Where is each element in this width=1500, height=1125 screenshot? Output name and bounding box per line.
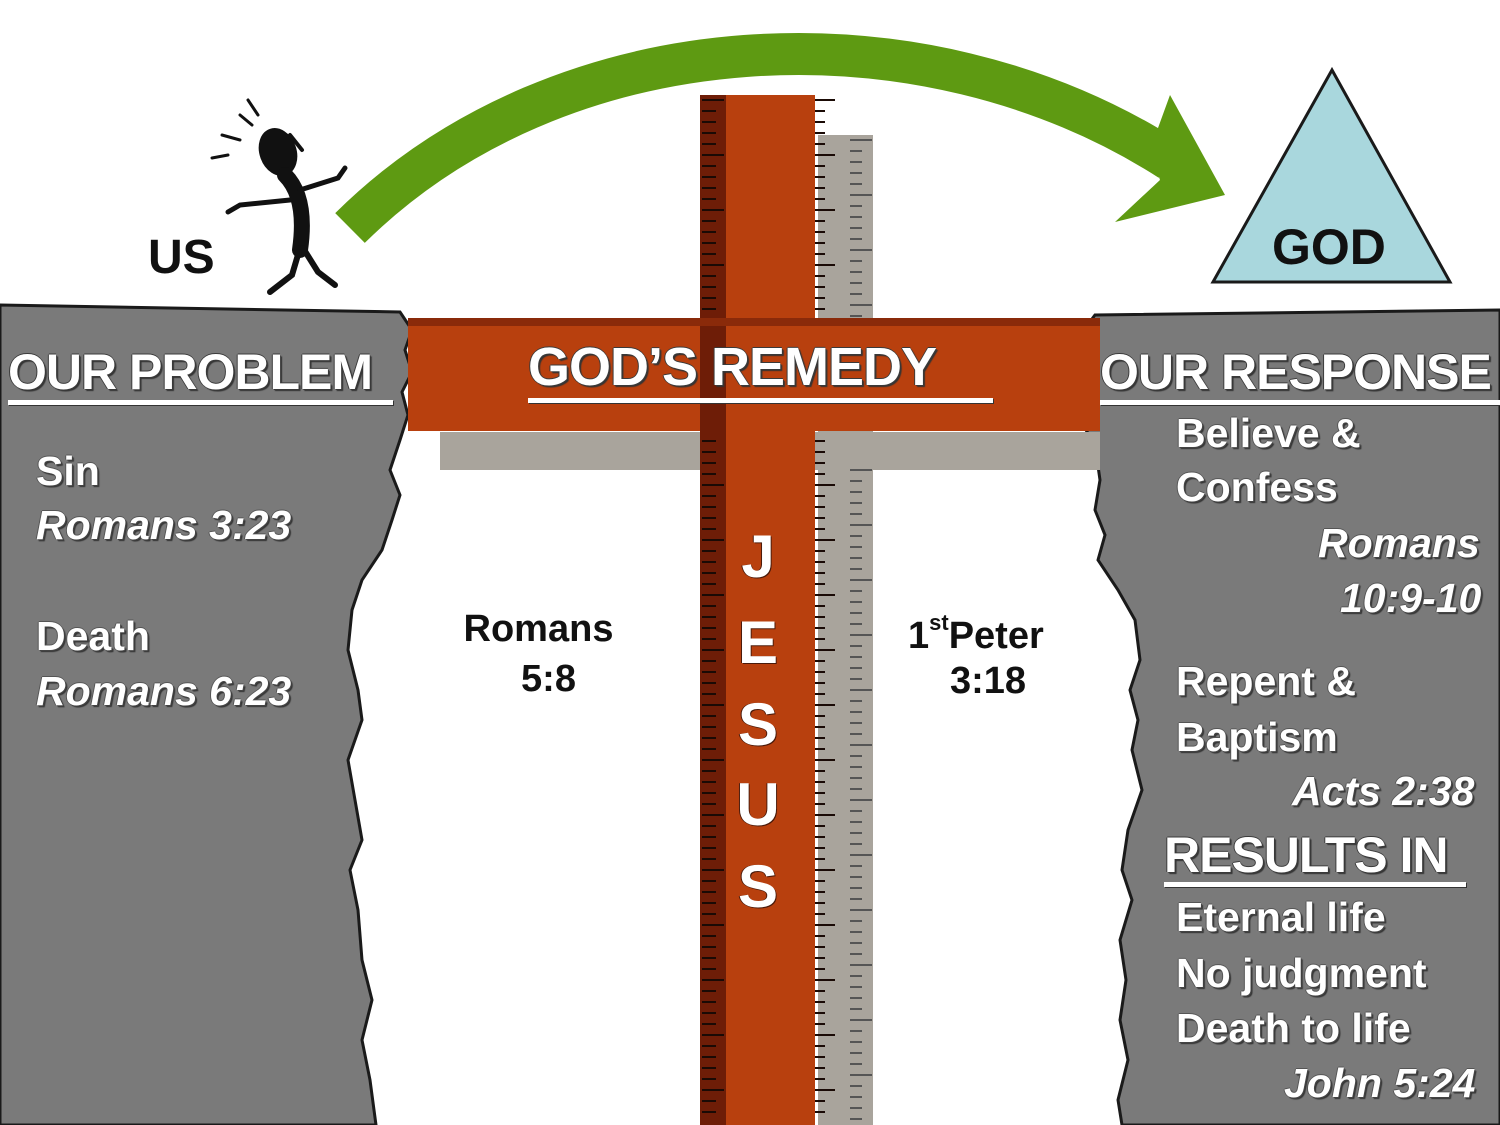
remedy-left-book: Romans [463, 608, 614, 650]
cross [408, 95, 1100, 1125]
ordinal-number: 1 [908, 615, 930, 657]
left-cliff [0, 303, 414, 1125]
god-label: GOD [1272, 219, 1386, 275]
response-step2-line: Baptism [1176, 714, 1338, 760]
peter-book: Peter [948, 615, 1044, 657]
result-item: No judgment [1176, 950, 1427, 996]
ordinal-suffix: st [929, 610, 949, 635]
stick-figure [210, 98, 348, 295]
results-title-underline [1164, 882, 1466, 887]
jesus-letter: J [741, 523, 775, 590]
remedy-title-underline [528, 398, 993, 403]
response-step2-ref: Acts 2:38 [1292, 768, 1475, 814]
jesus-letter: S [737, 691, 779, 758]
results-title: RESULTS IN [1164, 827, 1449, 883]
cross-ruler-ticks [702, 99, 835, 1113]
jesus-letter: S [737, 853, 779, 920]
remedy-right-ref: 1stPeter [908, 610, 1044, 658]
response-title: OUR RESPONSE [1100, 344, 1492, 400]
problem-item-term: Death [36, 613, 150, 659]
us-label: US [148, 231, 215, 284]
result-item: Death to life [1176, 1005, 1411, 1051]
response-step2-line: Repent & [1176, 658, 1356, 704]
remedy-title: GOD’S REMEDY [528, 337, 937, 397]
response-step1-line: Confess [1176, 464, 1338, 510]
green-arrow [335, 33, 1225, 243]
god-triangle [1210, 66, 1453, 284]
problem-item-term: Sin [36, 448, 100, 494]
problem-title: OUR PROBLEM [8, 344, 373, 400]
response-step1-line: Believe & [1176, 410, 1361, 456]
shadow-ruler-ticks [850, 139, 872, 1120]
result-item: Eternal life [1176, 894, 1386, 940]
jesus-letter: E [737, 609, 779, 676]
jesus-letter: U [736, 771, 780, 838]
remedy-right-verse: 3:18 [950, 660, 1027, 702]
response-step1-ref: Romans [1318, 520, 1480, 566]
response-title-underline [1100, 400, 1500, 405]
problem-item-ref: Romans 6:23 [36, 668, 292, 714]
problem-item-ref: Romans 3:23 [36, 502, 292, 548]
problem-title-underline [8, 400, 393, 405]
results-ref: John 5:24 [1284, 1060, 1476, 1106]
remedy-left-verse: 5:8 [521, 658, 576, 700]
response-step1-ref: 10:9-10 [1340, 575, 1482, 621]
